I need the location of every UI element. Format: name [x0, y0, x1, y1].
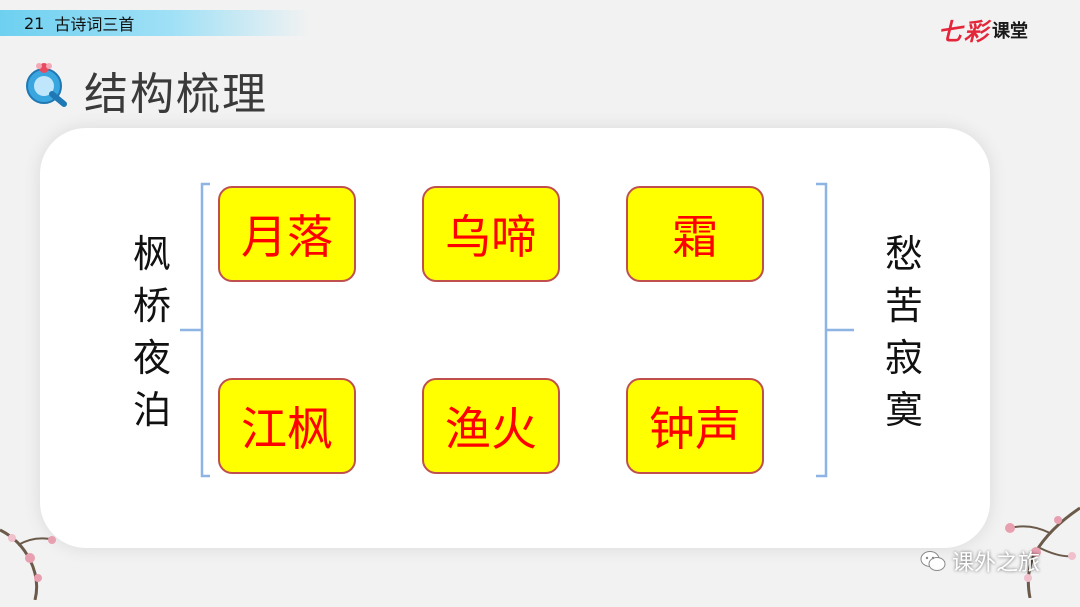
- emotion-char: 愁: [884, 232, 923, 276]
- brand-logo: 七 彩 课堂: [938, 12, 1028, 47]
- emotion-char: 寞: [884, 388, 923, 432]
- left-bracket: [180, 182, 210, 478]
- brand-part2: 彩: [964, 18, 988, 46]
- wechat-icon: [920, 551, 946, 571]
- brand-part3: 课堂: [992, 20, 1028, 42]
- poem-title-char: 枫: [132, 232, 171, 276]
- image-box-jiangfeng: 江枫: [218, 378, 356, 474]
- brand-part1: 七: [938, 18, 962, 46]
- plum-blossom-left-decoration: [0, 528, 56, 600]
- magnifier-q-icon: [26, 63, 67, 107]
- poem-title-char: 夜: [132, 336, 171, 380]
- poem-title: 枫 桥 夜 泊: [128, 228, 176, 436]
- image-box-wuti: 乌啼: [422, 186, 560, 282]
- lesson-banner: 21 古诗词三首: [0, 10, 310, 36]
- emotion-text: 愁 苦 寂 寞: [880, 228, 928, 436]
- lesson-number: 21: [24, 13, 45, 33]
- page-title: 结构梳理: [84, 69, 268, 120]
- image-box-shuang: 霜: [626, 186, 764, 282]
- plum-blossom-right-decoration: [1005, 506, 1080, 598]
- image-box-zhongsheng: 钟声: [626, 378, 764, 474]
- right-bracket: [816, 182, 854, 478]
- watermark-text: 课外之旅: [951, 551, 1040, 576]
- emotion-char: 苦: [884, 284, 923, 328]
- poem-title-char: 桥: [132, 284, 171, 328]
- emotion-char: 寂: [884, 336, 923, 380]
- watermark: 课外之旅: [920, 545, 1040, 577]
- image-box-yueluo: 月落: [218, 186, 356, 282]
- lesson-title: 古诗词三首: [54, 15, 135, 34]
- image-box-yuhuo: 渔火: [422, 378, 560, 474]
- poem-title-char: 泊: [132, 388, 171, 432]
